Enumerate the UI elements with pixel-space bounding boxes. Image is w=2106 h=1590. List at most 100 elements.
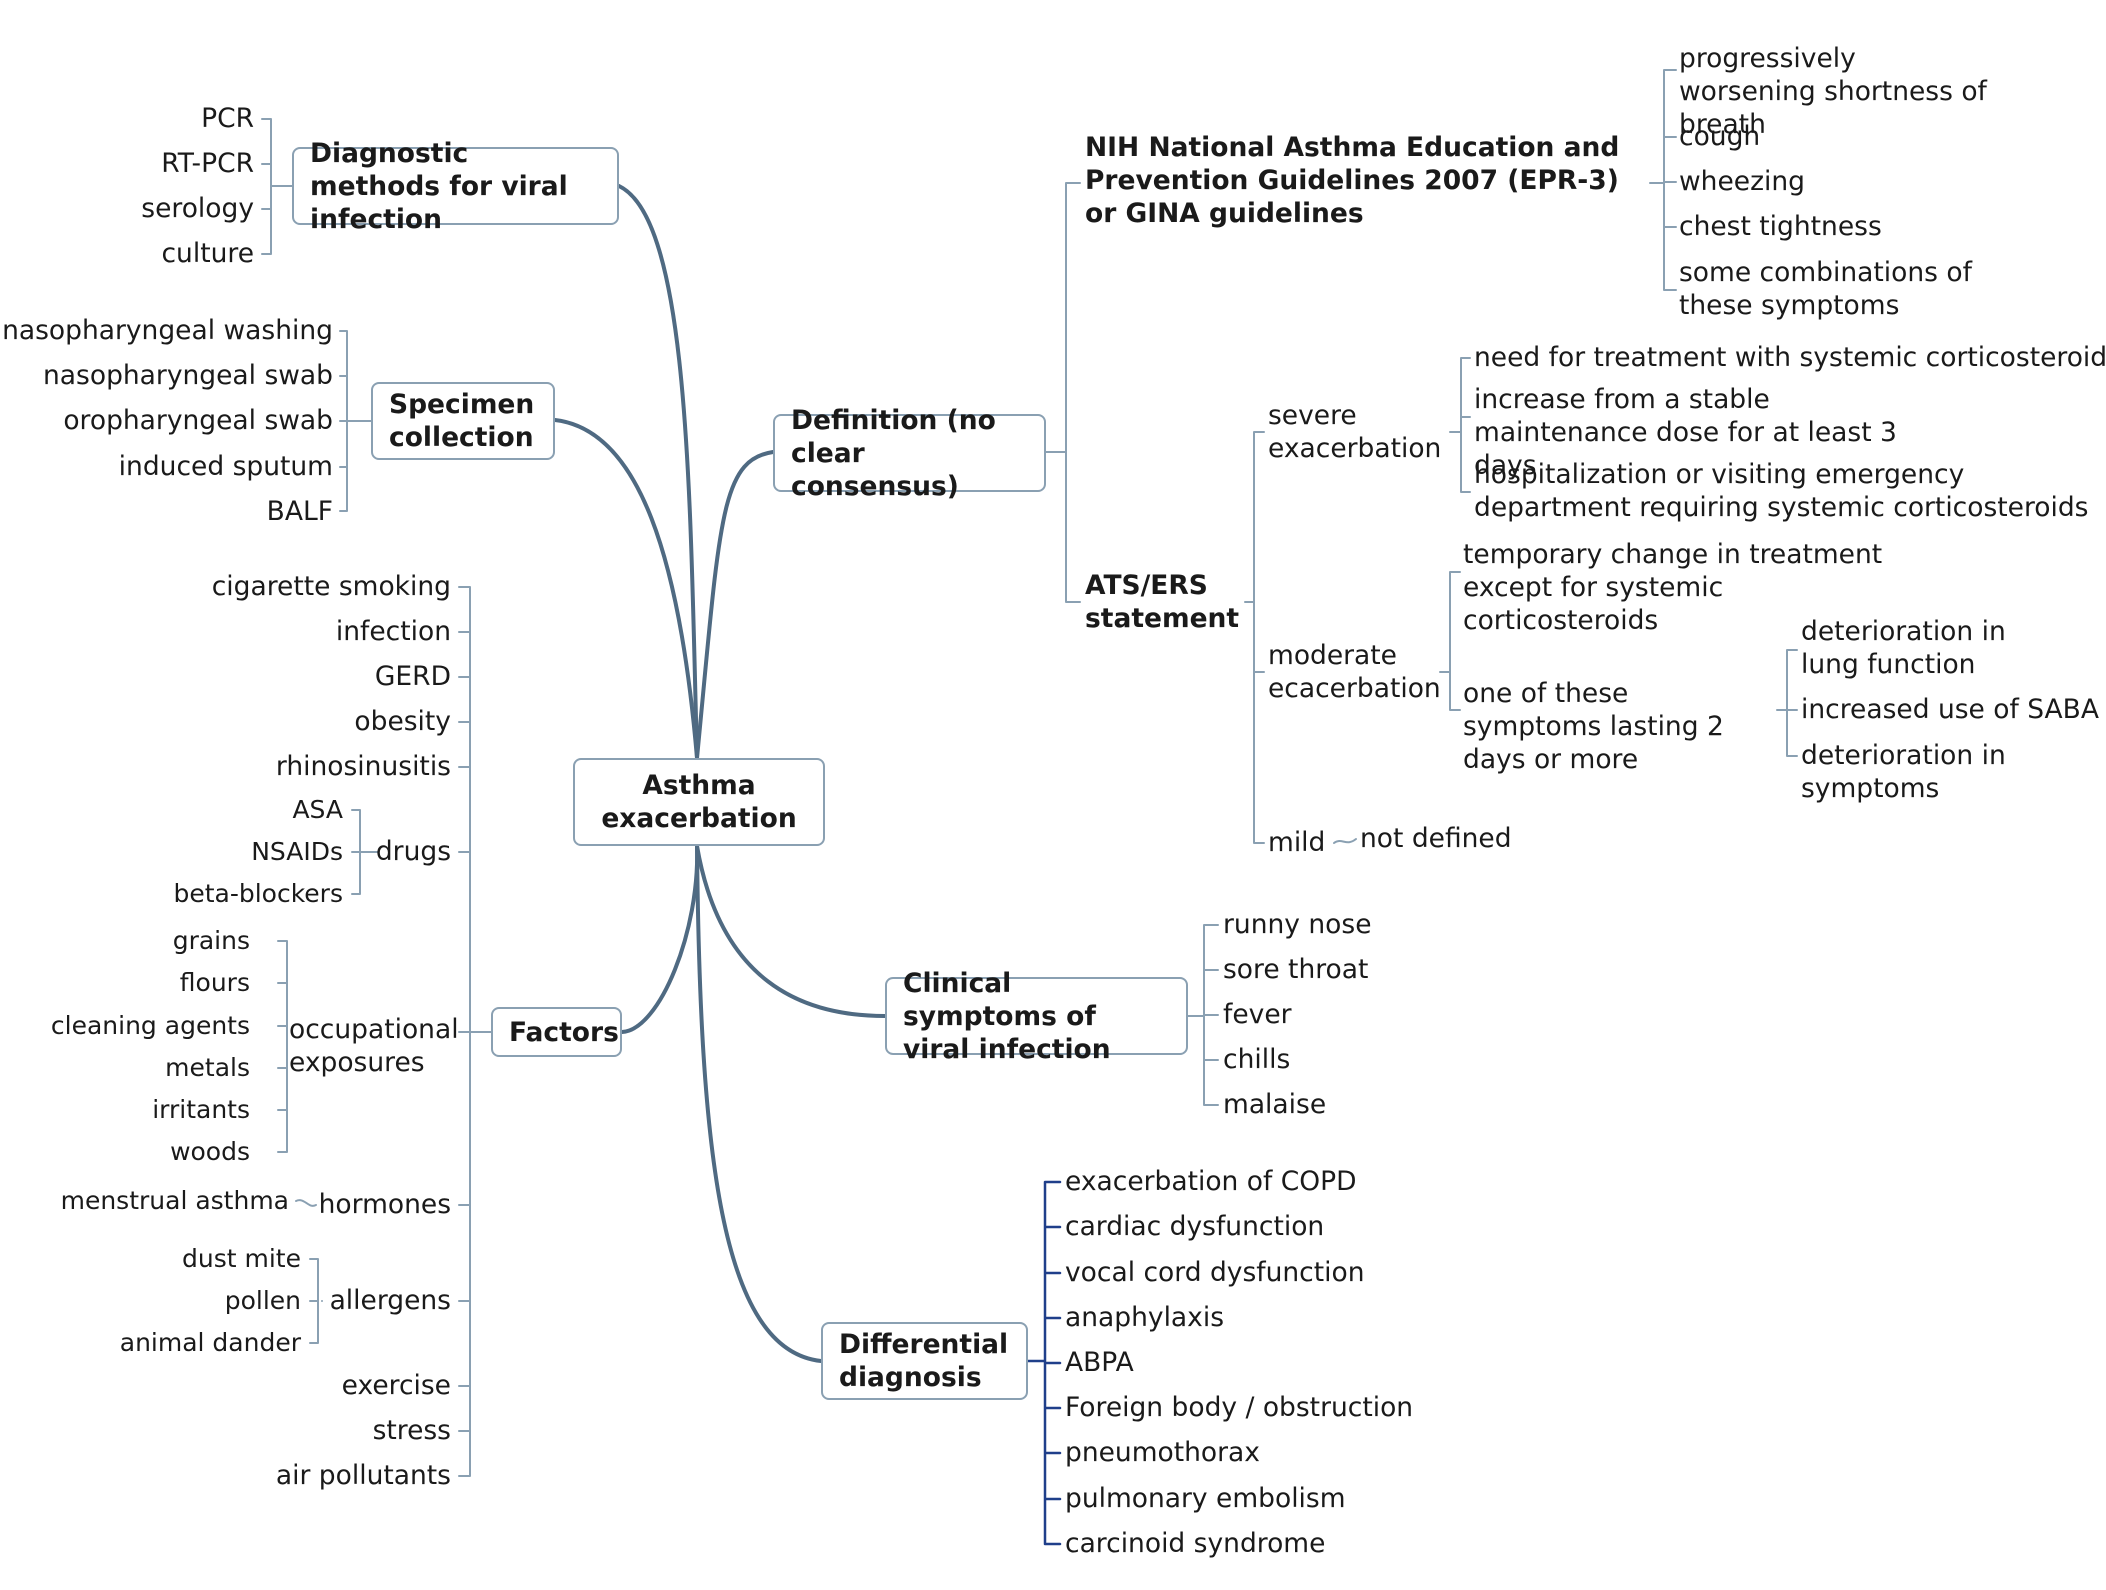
nih-item: cough: [1679, 121, 1761, 152]
factor-item: infection: [335, 616, 451, 647]
connector-to-diagnostic: [617, 184, 699, 760]
occupational-bracket: [277, 940, 288, 1153]
differential-item: exacerbation of COPD: [1065, 1166, 1357, 1197]
mild-label: mild: [1268, 827, 1326, 858]
differential-item: anaphylaxis: [1065, 1302, 1225, 1333]
allergens-bracket: [309, 1258, 323, 1344]
severe-item: need for treatment with systemic cortico…: [1474, 342, 2106, 373]
nih-item: some combinations of these symptoms: [1679, 257, 1972, 321]
factors-label: Factors: [509, 1016, 619, 1048]
differential-diagnosis-node: Differential diagnosis: [821, 1322, 1028, 1400]
allergen-item: pollen: [224, 1286, 301, 1315]
specimen-item: nasopharyngeal swab: [43, 360, 333, 391]
specimen-item: BALF: [266, 496, 333, 527]
severe-item: increase from a stable maintenance dose …: [1474, 384, 1897, 481]
hormones-item: menstrual asthma: [60, 1186, 289, 1215]
drugs-label: drugs: [375, 836, 451, 867]
diagnostic-bracket: [261, 118, 293, 255]
clinical-symptoms-label: Clinical symptoms of viral infection: [903, 967, 1111, 1065]
differential-item: cardiac dysfunction: [1065, 1211, 1325, 1242]
factors-node: Factors: [491, 1007, 622, 1057]
clinical-item: runny nose: [1223, 909, 1372, 940]
moderate-bracket: [1439, 571, 1461, 711]
factor-item: air pollutants: [275, 1460, 451, 1491]
severe-exacerbation-label: severe exacerbation: [1268, 400, 1442, 464]
ats-ers-label: ATS/ERS statement: [1085, 570, 1240, 634]
connector-to-differential: [695, 844, 823, 1363]
mild-value: not defined: [1360, 823, 1512, 854]
specimen-collection-node: Specimen collection: [371, 382, 555, 460]
occupational-exposures-label: occupational exposures: [289, 1014, 459, 1078]
differential-item: vocal cord dysfunction: [1065, 1257, 1365, 1288]
mild-link: [1333, 838, 1357, 844]
diagnostic-item: RT-PCR: [161, 148, 254, 179]
moderate-symptom-item: deterioration in lung function: [1801, 616, 2006, 680]
clinical-item: chills: [1223, 1044, 1291, 1075]
factor-item: exercise: [341, 1370, 451, 1401]
moderate-symptoms-label: one of these symptoms lasting 2 days or …: [1463, 678, 1724, 775]
definition-label: Definition (no clear consensus): [791, 404, 996, 502]
specimen-item: oropharyngeal swab: [63, 405, 333, 436]
occupational-item: cleaning agents: [50, 1011, 250, 1040]
nih-item: wheezing: [1679, 166, 1805, 197]
clinical-bracket: [1187, 924, 1219, 1106]
factor-item: cigarette smoking: [211, 571, 451, 602]
differential-item: ABPA: [1065, 1347, 1134, 1378]
severe-item: hospitalization or visiting emergency de…: [1474, 459, 2089, 523]
diagnostic-methods-node: Diagnostic methods for viral infection: [292, 138, 619, 235]
clinical-symptoms-node: Clinical symptoms of viral infection: [885, 968, 1188, 1065]
drug-item: beta-blockers: [173, 879, 343, 908]
drug-item: NSAIDs: [251, 837, 343, 866]
differential-item: carcinoid syndrome: [1065, 1528, 1326, 1559]
severe-bracket: [1449, 357, 1471, 493]
central-node: Asthma exacerbation: [573, 758, 825, 846]
factors-bracket: [458, 586, 492, 1477]
diagnostic-item: culture: [161, 238, 254, 269]
specimen-collection-label: Specimen collection: [389, 389, 535, 453]
factor-item: obesity: [354, 706, 451, 737]
nih-item: chest tightness: [1679, 211, 1882, 242]
allergens-label: allergens: [329, 1285, 451, 1316]
diagnostic-item: PCR: [201, 103, 254, 134]
diagnostic-item: serology: [141, 193, 254, 224]
connector-to-definition: [695, 450, 775, 760]
moderate-exacerbation-label: moderate ecacerbation: [1268, 640, 1441, 704]
occupational-item: woods: [170, 1137, 250, 1166]
differential-item: Foreign body / obstruction: [1065, 1392, 1414, 1423]
occupational-item: flours: [179, 968, 250, 997]
clinical-item: malaise: [1223, 1089, 1327, 1120]
drugs-bracket: [351, 809, 379, 895]
moderate-temporary-item: temporary change in treatment except for…: [1463, 539, 1883, 636]
occupational-item: irritants: [152, 1095, 250, 1124]
differential-diagnosis-label: Differential diagnosis: [839, 1329, 1009, 1393]
factor-item: rhinosinusitis: [275, 751, 451, 782]
connector-to-clinical: [695, 844, 887, 1018]
differential-bracket: [1026, 1180, 1062, 1546]
symptoms-bracket: [1776, 649, 1798, 757]
moderate-symptom-item: increased use of SABA: [1801, 694, 2099, 725]
factor-item: stress: [372, 1415, 451, 1446]
occupational-item: metals: [165, 1053, 250, 1082]
nih-guidelines-label: NIH National Asthma Education and Preven…: [1085, 132, 1620, 229]
connector-to-factors: [620, 844, 700, 1034]
drug-item: ASA: [292, 795, 343, 824]
differential-item: pneumothorax: [1065, 1437, 1260, 1468]
diagnostic-methods-label: Diagnostic methods for viral infection: [310, 137, 568, 235]
central-node-label: Asthma exacerbation: [601, 770, 797, 834]
ats-bracket: [1244, 431, 1265, 844]
occupational-item: grains: [172, 926, 250, 955]
factor-item: GERD: [374, 661, 451, 692]
clinical-item: sore throat: [1223, 954, 1369, 985]
hormones-label: hormones: [318, 1189, 451, 1220]
specimen-item: nasopharyngeal washing: [2, 315, 333, 346]
definition-node: Definition (no clear consensus): [773, 405, 1046, 502]
definition-bracket: [1045, 182, 1081, 603]
moderate-symptom-item: deterioration in symptoms: [1801, 740, 2006, 804]
clinical-item: fever: [1223, 999, 1292, 1030]
specimen-bracket: [339, 330, 372, 512]
nih-item: progressively worsening shortness of bre…: [1679, 43, 1987, 140]
nih-bracket: [1649, 69, 1677, 291]
differential-item: pulmonary embolism: [1065, 1483, 1346, 1514]
